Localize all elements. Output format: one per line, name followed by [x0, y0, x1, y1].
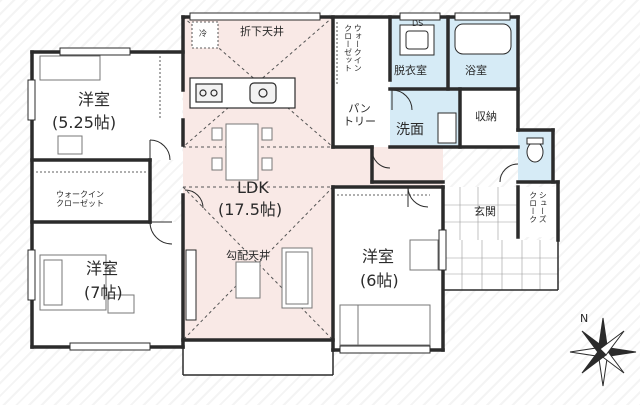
western-room-nw-size: (5.25帖): [52, 113, 117, 132]
bathroom-label: 浴室: [465, 64, 487, 77]
bed-s: [339, 304, 431, 346]
fridge: [191, 21, 219, 49]
pantry-floor: [333, 89, 390, 147]
western-room-nw-label: 洋室: [78, 90, 111, 109]
toilet: [526, 137, 544, 163]
closet-shelves: [36, 22, 430, 196]
bed-sw: [39, 254, 135, 314]
walkin-closet-north-label: ウォークイン クローゼット: [343, 24, 363, 72]
windows: [27, 12, 511, 354]
western-room-s-size: (6帖): [360, 271, 399, 290]
bathtub: [454, 23, 512, 55]
compass-north-label: N: [580, 312, 589, 325]
doors: [149, 89, 519, 245]
walkin-closet-north-floor: [333, 17, 390, 89]
tv-board: [185, 249, 197, 321]
washbasin: [399, 24, 457, 144]
desk-s: [409, 239, 439, 271]
kitchen-counter: [189, 77, 296, 109]
deck-floor: [183, 340, 333, 375]
desk-nw: [39, 55, 101, 155]
walkin-closet-west-floor: [32, 160, 150, 222]
dining-table: [211, 123, 273, 181]
dressing-room-label: 脱衣室: [394, 64, 427, 77]
shoes-closet-label: シューズ クローク: [528, 191, 548, 223]
pantry-label: パン トリー: [343, 102, 376, 129]
compass-rose: [569, 317, 637, 387]
storage-label: 収納: [475, 110, 497, 123]
fridge-label: 冷: [199, 29, 207, 38]
western-room-sw-label: 洋室: [86, 259, 119, 278]
ldk-label: LDK: [237, 178, 269, 197]
ldk-size: (17.5帖): [218, 200, 283, 219]
lowered-ceiling-label: 折下天井: [240, 25, 284, 38]
entrance-tile-grid: [443, 187, 558, 290]
ds-label: DS: [412, 19, 424, 28]
sloped-ceiling-label: 勾配天井: [226, 249, 270, 262]
entrance-label: 玄関: [474, 205, 496, 218]
storage-floor: [460, 89, 518, 147]
sofa: [235, 247, 313, 309]
porch-floor: [443, 240, 558, 290]
western-room-sw-size: (7帖): [84, 283, 123, 302]
shoes-closet-floor: [518, 187, 558, 237]
entrance-floor: [443, 187, 518, 240]
western-room-s-label: 洋室: [362, 247, 395, 266]
walkin-closet-west-label: ウォークイン クローゼット: [56, 190, 104, 208]
washroom-label: 洗面: [396, 122, 424, 138]
thin-walls: [182, 240, 559, 376]
